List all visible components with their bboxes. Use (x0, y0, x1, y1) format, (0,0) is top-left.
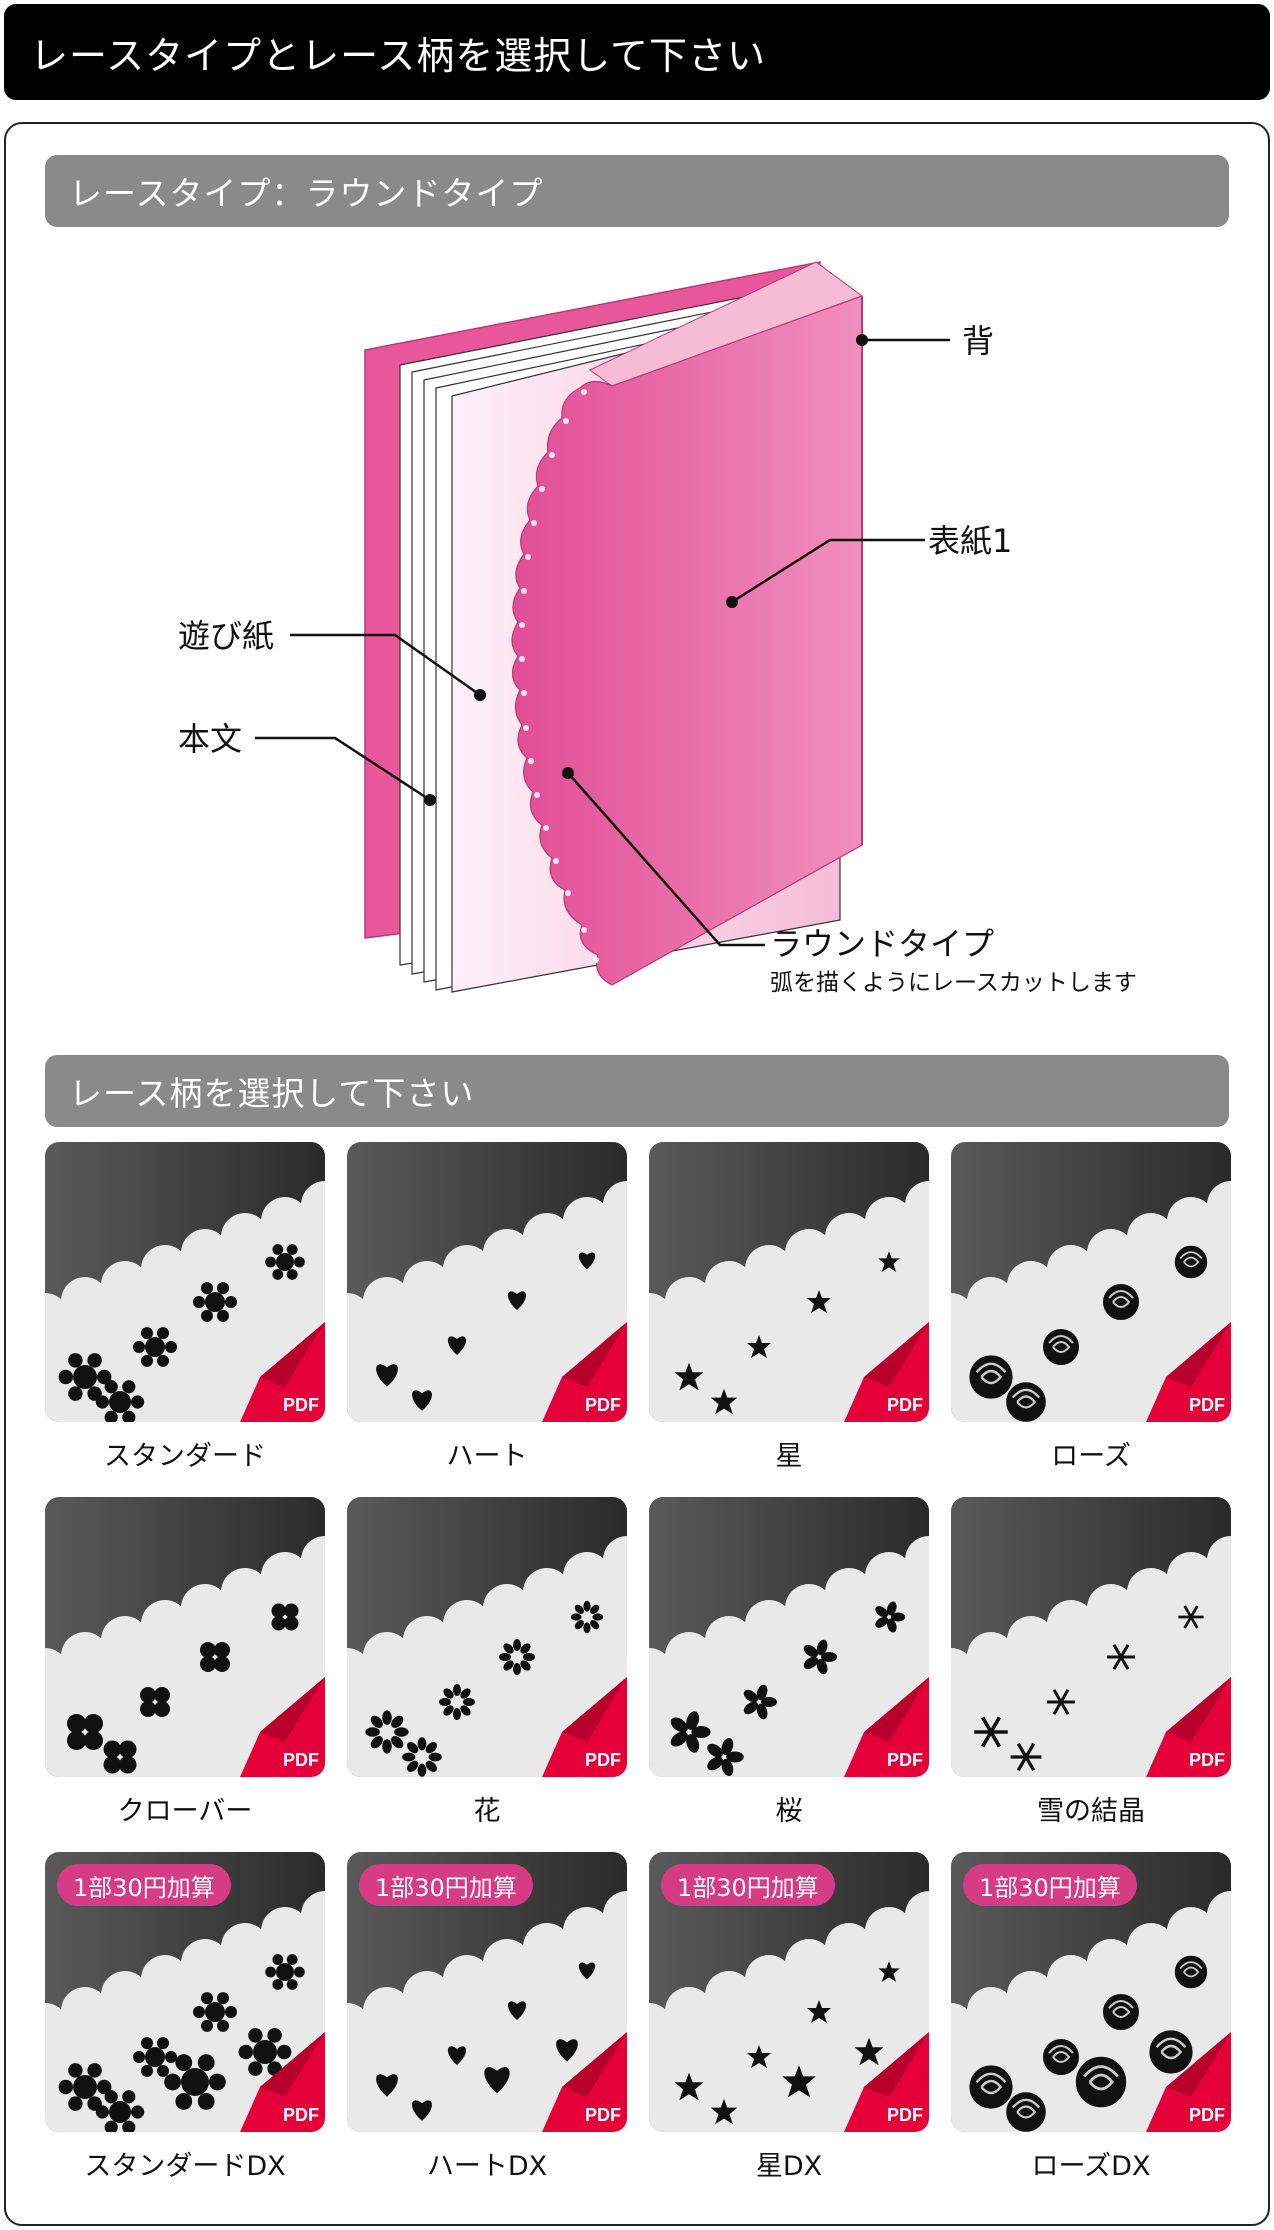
callout-dot (856, 334, 868, 346)
page-title: レースタイプとレース柄を選択して下さい (30, 33, 767, 78)
front-cover (511, 295, 863, 986)
pattern-thumb-clover[interactable]: PDF (45, 1497, 325, 1777)
label-type-desc: 弧を描くようにレースカットします (770, 970, 1137, 996)
pattern-caption: ローズ (1051, 1441, 1131, 1472)
pattern-caption: ハート (446, 1441, 528, 1472)
pattern-thumb-lace-flower[interactable]: PDF (45, 1142, 325, 1422)
pattern-caption: 桜 (775, 1796, 803, 1827)
lace-type-title: レースタイプ：ラウンドタイプ (69, 174, 544, 213)
price-badge: 1部30円加算 (359, 1864, 533, 1906)
callout-line-endpaper (290, 633, 481, 697)
pdf-label: PDF (1189, 1750, 1225, 1770)
pattern-thumb-rose[interactable]: PDF (951, 1142, 1231, 1422)
pattern-caption: 花 (473, 1796, 501, 1827)
lace-photo (649, 1142, 929, 1422)
lace-dots (519, 389, 599, 963)
pdf-label: PDF (283, 1750, 319, 1770)
lace-pattern-header: レース柄を選択して下さい (45, 1055, 1229, 1127)
pattern-thumb-star[interactable]: PDF (649, 1142, 929, 1422)
label-spine: 背 (962, 322, 994, 360)
pattern-caption: スタンダードDX (84, 2151, 286, 2182)
price-badge: 1部30円加算 (57, 1864, 231, 1906)
pdf-label: PDF (887, 1750, 923, 1770)
callout-dot (474, 689, 486, 701)
price-badge: 1部30円加算 (963, 1864, 1137, 1906)
pattern-thumb-lace-flower-dx[interactable]: PDF 1部30円加算 (45, 1852, 325, 2132)
pattern-caption: ハートDX (426, 2151, 548, 2182)
callout-line-type (567, 772, 765, 947)
lace-photo (347, 1497, 627, 1777)
page-header: レースタイプとレース柄を選択して下さい (4, 4, 1270, 100)
pattern-thumb-rose-dx[interactable]: PDF 1部30円加算 (951, 1852, 1231, 2132)
pdf-label: PDF (585, 1395, 621, 1415)
pattern-caption: ローズDX (1031, 2151, 1151, 2182)
pattern-thumb-heart[interactable]: PDF (347, 1142, 627, 1422)
pattern-thumb-sakura[interactable]: PDF (649, 1497, 929, 1777)
lace-photo (45, 1497, 325, 1777)
pdf-label: PDF (1189, 1395, 1225, 1415)
lace-photo (649, 1497, 929, 1777)
pdf-label: PDF (887, 1395, 923, 1415)
price-badge: 1部30円加算 (661, 1864, 835, 1906)
pattern-caption: 星DX (755, 2151, 823, 2182)
label-cover: 表紙1 (928, 522, 1012, 560)
pattern-caption: 雪の結晶 (1037, 1796, 1145, 1827)
pattern-thumb-flower[interactable]: PDF (347, 1497, 627, 1777)
lace-photo (951, 1142, 1231, 1422)
pdf-label: PDF (585, 2105, 621, 2125)
pattern-caption: 星 (775, 1441, 803, 1472)
pattern-thumb-heart-dx[interactable]: PDF 1部30円加算 (347, 1852, 627, 2132)
pdf-label: PDF (1189, 2105, 1225, 2125)
label-endpaper: 遊び紙 (178, 617, 274, 655)
lace-photo (951, 1497, 1231, 1777)
callout-dot (562, 767, 574, 779)
lace-pattern-title: レース柄を選択して下さい (69, 1074, 475, 1113)
callout-line-body (255, 736, 431, 802)
pdf-label: PDF (283, 1395, 319, 1415)
pattern-caption: スタンダード (104, 1441, 266, 1472)
lace-type-header: レースタイプ：ラウンドタイプ (45, 155, 1229, 227)
pdf-label: PDF (585, 1750, 621, 1770)
pattern-caption: クローバー (117, 1796, 253, 1827)
callout-dot (424, 794, 436, 806)
lace-photo (347, 1142, 627, 1422)
book-diagram: 背 表紙1 遊び紙 本文 ラウンドタイプ 弧を描くようにレースカットします (178, 261, 1137, 996)
pdf-label: PDF (283, 2105, 319, 2125)
pattern-thumb-star-dx[interactable]: PDF 1部30円加算 (649, 1852, 929, 2132)
label-type: ラウンドタイプ (770, 925, 994, 963)
pdf-label: PDF (887, 2105, 923, 2125)
callout-dot (726, 596, 738, 608)
pattern-thumb-snowflake[interactable]: PDF (951, 1497, 1231, 1777)
callout-line-cover (731, 538, 925, 604)
label-body: 本文 (178, 720, 242, 758)
lace-photo (45, 1142, 325, 1422)
